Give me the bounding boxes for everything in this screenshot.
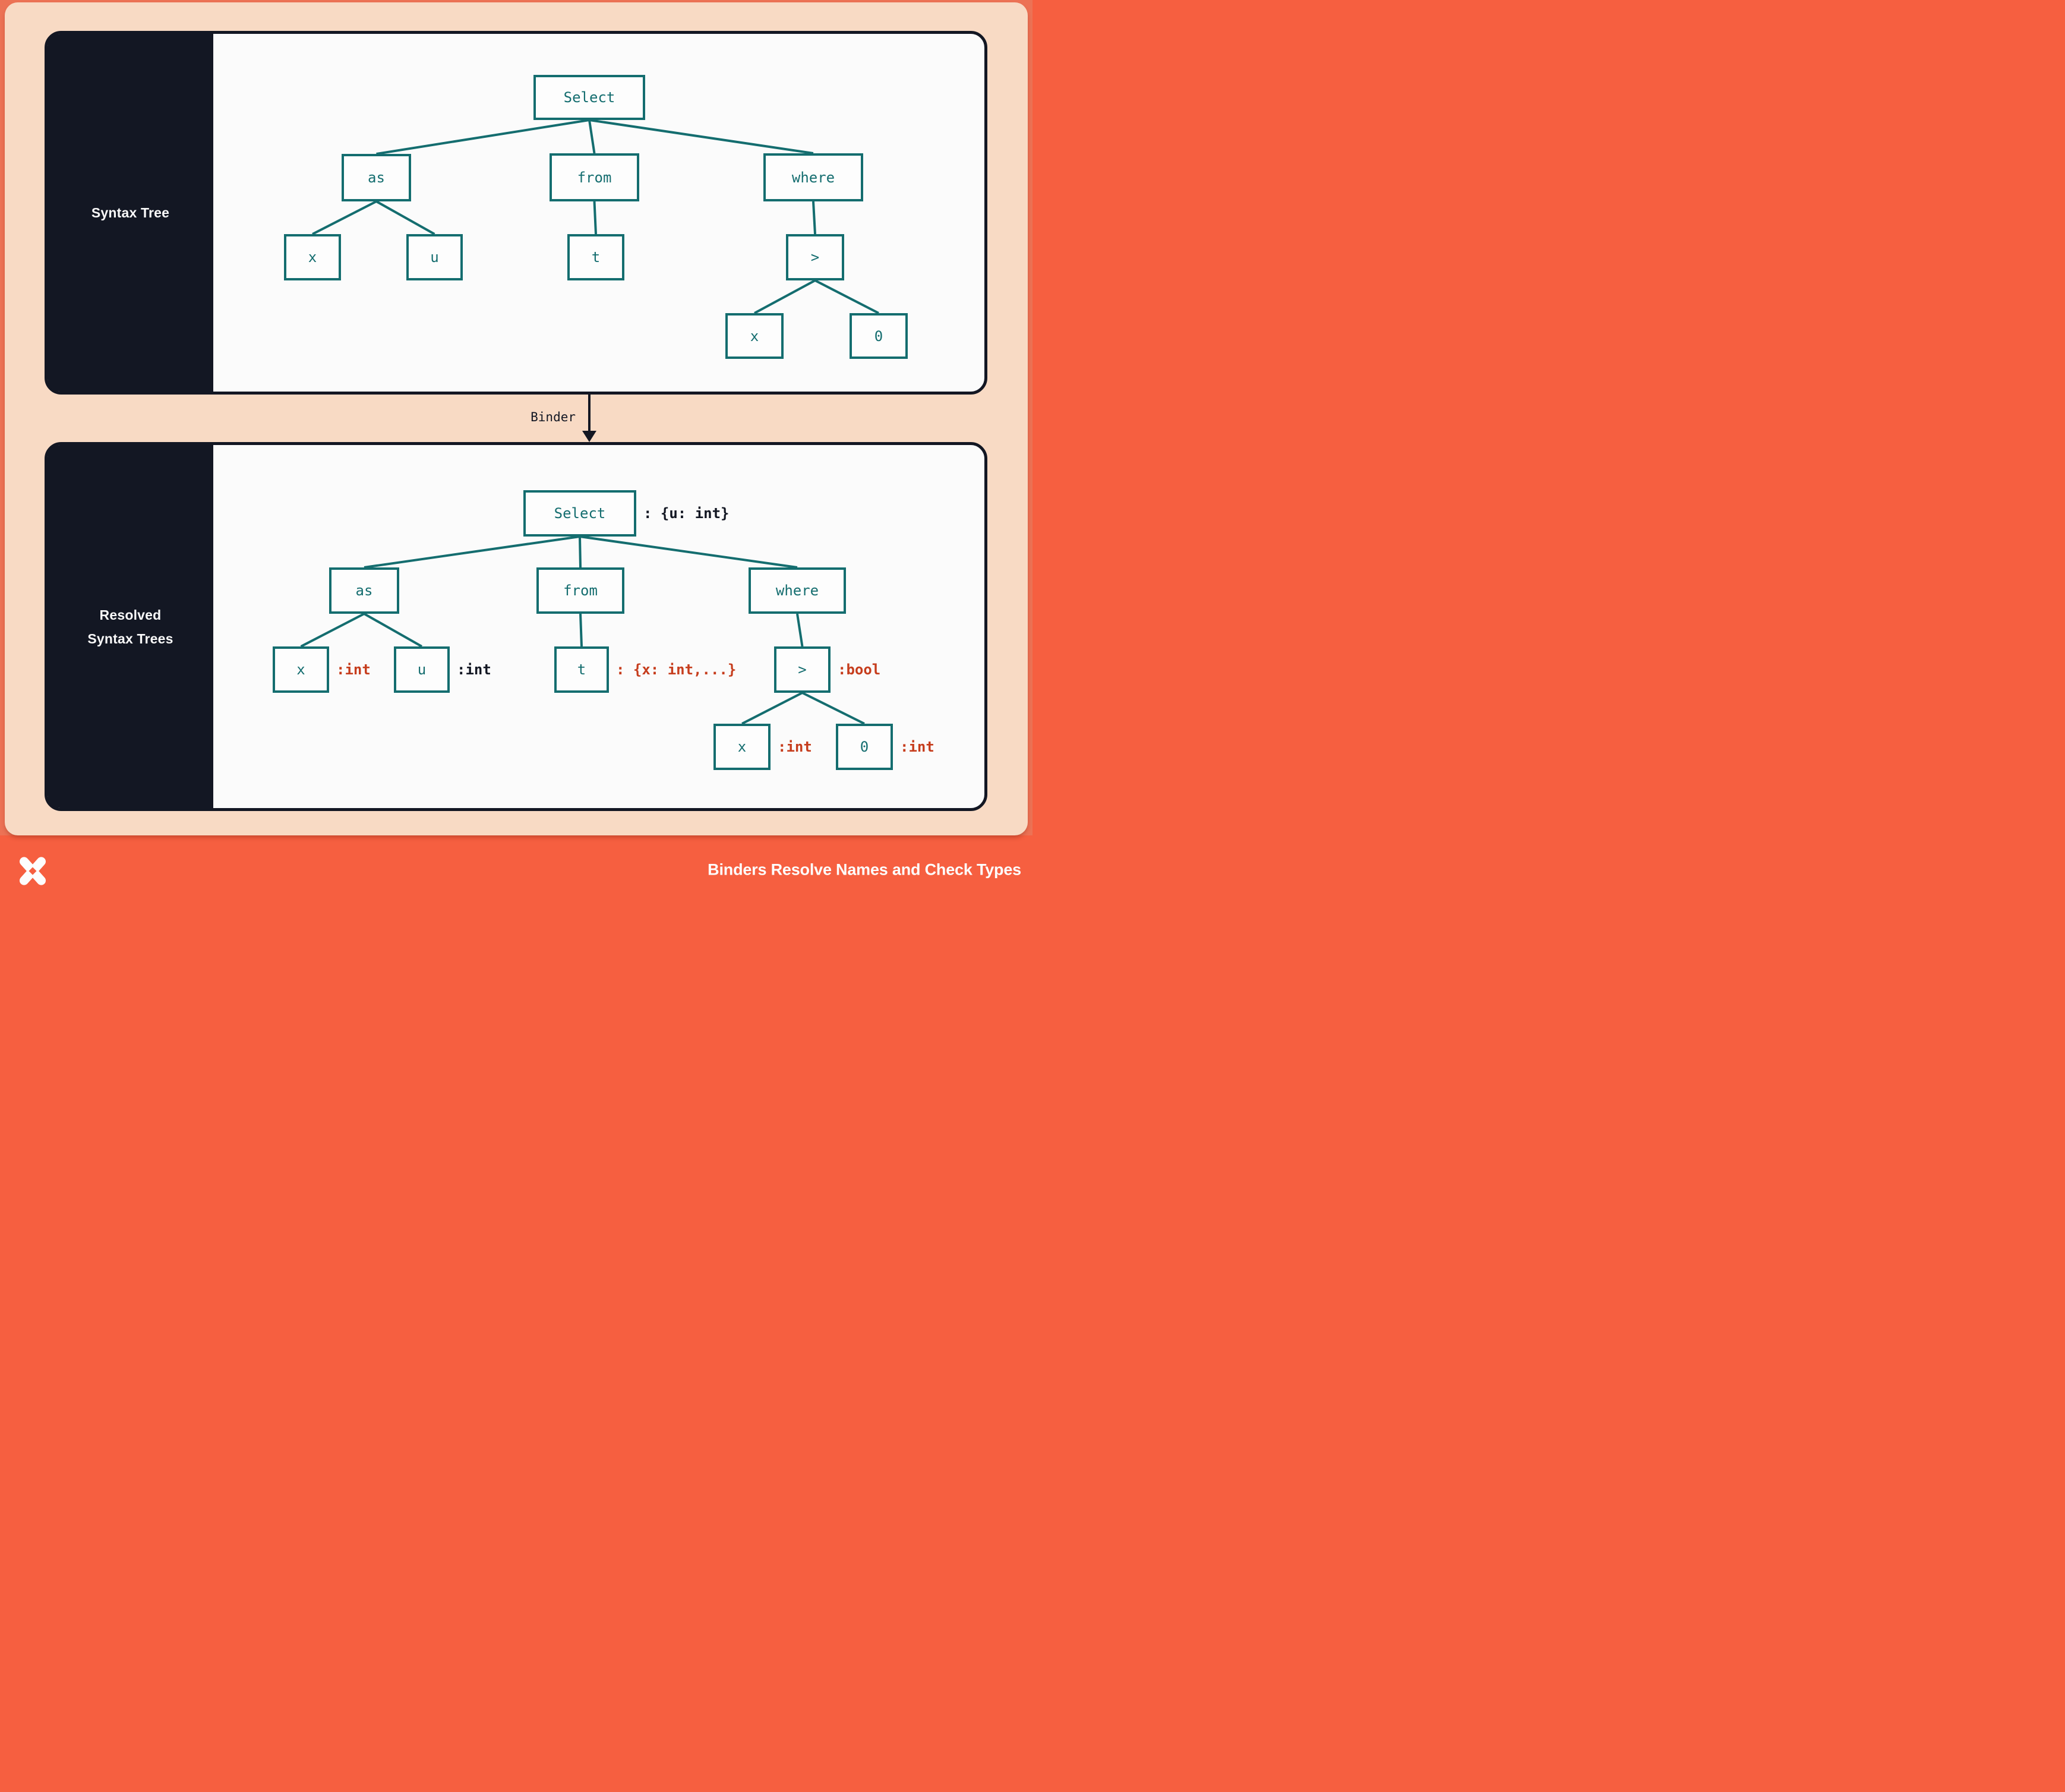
tree-edge [364,613,422,648]
tree-nodes: Select : {u: int} as from where x :int u :int t : … [48,445,984,808]
tree-nodes: Select as from where x u t > x 0 [48,34,984,392]
panel-sidebar: Resolved Syntax Trees [48,445,213,808]
tree-edge [579,535,798,569]
panel-title-line: Syntax Trees [87,630,173,646]
tree-edge [376,119,590,155]
tree-node-annotation: :bool [838,661,881,678]
tree-node-annotation: :int [900,739,934,755]
panel-syntax-tree: Select as from where x u t > x 0 Syntax Tree [45,31,987,395]
panel-title: Resolved Syntax Trees [87,603,173,651]
tree-node-where: where [749,567,846,614]
tree-node-x2: x [713,724,771,770]
tree-node-select: Select [523,490,636,537]
tree-edge [593,201,597,235]
tree-edge [588,119,596,154]
panel-title: Syntax Tree [91,201,169,225]
tree-node-t: t [567,234,624,280]
tree-node-select: Select [533,75,645,120]
panel-sidebar: Syntax Tree [48,34,213,392]
tree-node-x1: x [273,646,329,693]
binder-arrow-line [588,395,591,432]
tree-edge [812,201,816,235]
pinwheel-star-logo [19,857,46,885]
tree-node-t: t [554,646,609,693]
tree-node-label: > [798,661,807,678]
tree-node-gt: > [774,646,831,693]
tree-node-label: Select [563,89,615,106]
panel-title-line: Resolved [99,607,162,623]
tree-node-x2: x [725,313,784,359]
tree-node-label: t [577,661,586,678]
tree-edge [589,119,814,154]
footer-title: Binders Resolve Names and Check Types [708,860,1021,879]
tree-node-label: from [577,169,612,186]
tree-node-label: from [563,582,598,599]
tree-edge [814,279,879,314]
tree-node-label: where [775,582,819,599]
tree-edge [364,535,580,569]
tree-node-annotation: :int [457,661,491,678]
tree-node-label: 0 [874,327,883,345]
tree-node-annotation: : {x: int,...} [616,661,737,678]
down-arrow-icon [582,431,596,442]
tree-node-zero: 0 [850,313,908,359]
tree-node-label: t [591,249,601,266]
tree-node-label: x [308,249,317,266]
tree-node-annotation: : {u: int} [643,505,730,522]
tree-node-from: from [550,153,639,201]
tree-node-label: x [296,661,305,678]
tree-node-label: x [750,327,759,345]
tree-node-where: where [763,153,863,201]
tree-edge [312,200,377,235]
tree-node-label: u [417,661,427,678]
tree-edge [741,692,803,725]
tree-node-label: as [355,582,373,599]
tree-node-gt: > [786,234,844,280]
tree-node-as: as [342,154,411,201]
tree-node-label: x [737,739,747,755]
tree-node-label: as [368,169,385,186]
tree-node-u: u [394,646,450,693]
tree-node-label: u [430,249,439,266]
tree-edge [754,279,816,314]
tree-node-annotation: :int [778,739,812,755]
tree-edges [300,535,865,725]
panel-title-line: Syntax Tree [91,205,170,220]
tree-node-from: from [536,567,624,614]
tree-node-u: u [406,234,463,280]
tree-node-label: where [791,169,835,186]
tree-node-label: 0 [860,739,869,755]
tree-node-zero: 0 [836,724,893,770]
binder-label: Binder [531,410,576,424]
tree-edge [796,613,804,647]
tree-node-as: as [329,567,399,614]
tree-edge [300,613,365,648]
tree-edges [312,119,879,314]
tree-edge [579,613,583,647]
tree-node-label: > [810,249,820,266]
tree-edge [801,692,865,725]
tree-node-annotation: :int [336,661,371,678]
tree-edge [375,200,435,235]
tree-node-label: Select [554,505,606,522]
tree-node-x1: x [284,234,341,280]
panel-resolved-syntax-trees: Select : {u: int} as from where x :int u :int t : … [45,442,987,811]
